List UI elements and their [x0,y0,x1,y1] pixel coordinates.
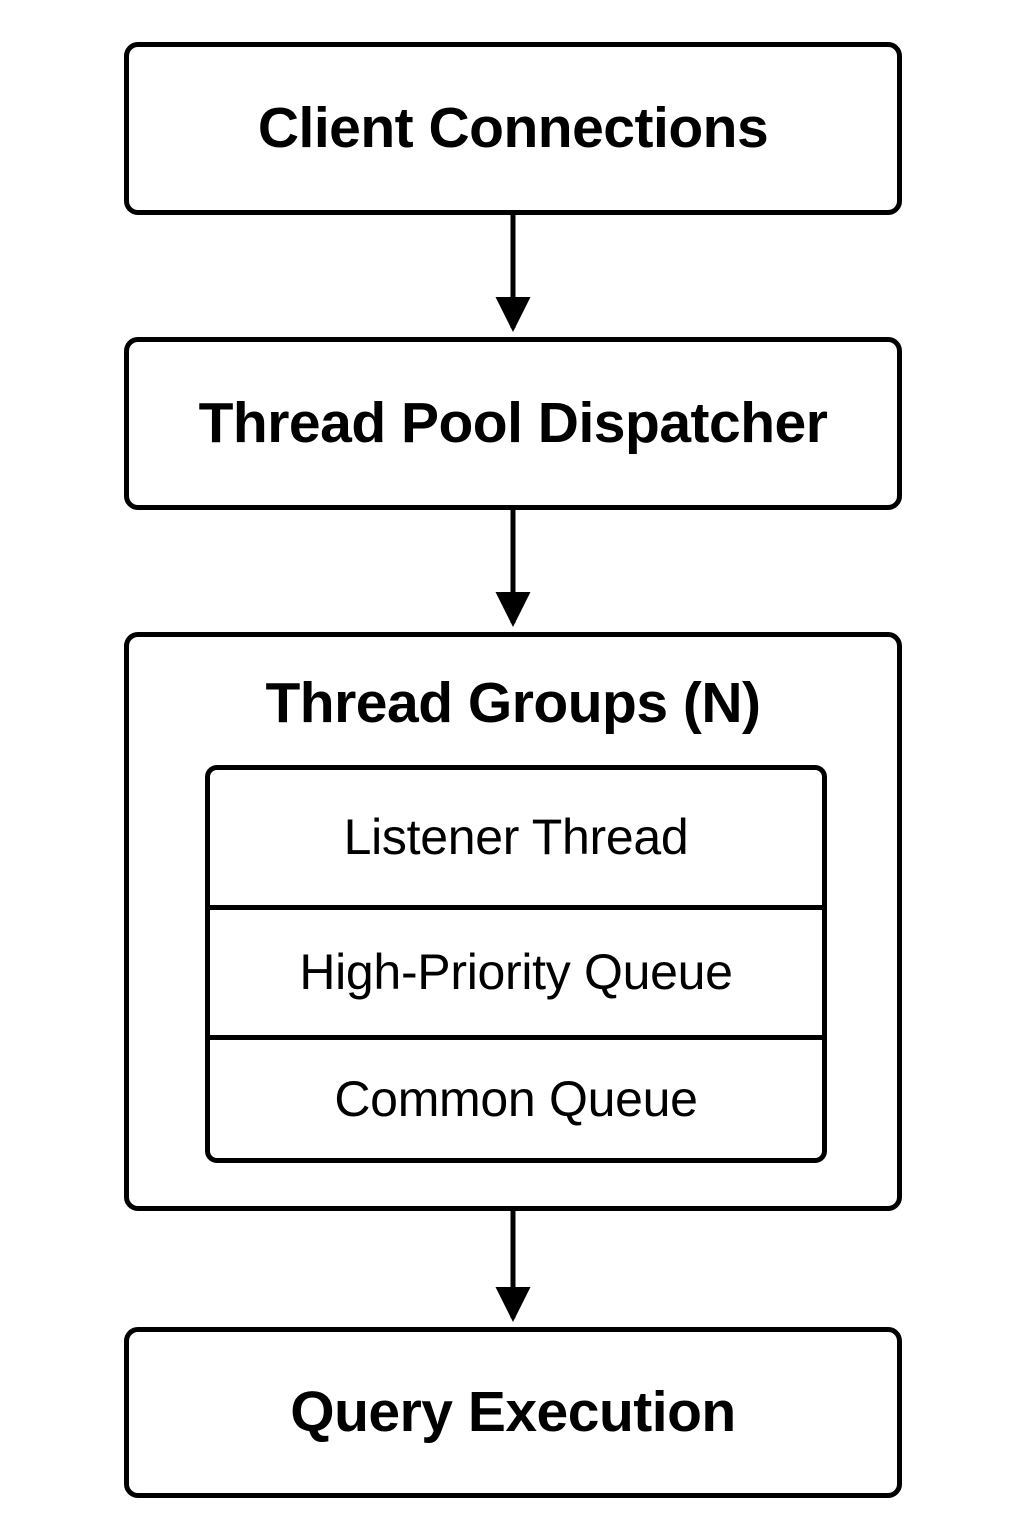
thread-group-row-listener-thread-label: Listener Thread [343,809,689,866]
node-thread-pool-dispatcher[interactable]: Thread Pool Dispatcher [124,337,902,510]
node-thread-groups[interactable]: Thread Groups (N) Listener Thread High-P… [124,632,902,1211]
thread-group-row-listener-thread[interactable]: Listener Thread [210,770,822,905]
node-query-execution[interactable]: Query Execution [124,1327,902,1498]
node-client-connections[interactable]: Client Connections [124,42,902,215]
node-thread-pool-dispatcher-label: Thread Pool Dispatcher [198,390,828,455]
node-thread-groups-label: Thread Groups (N) [265,671,761,735]
thread-group-row-high-priority-queue-label: High-Priority Queue [299,944,733,1001]
thread-group-row-common-queue-label: Common Queue [334,1070,698,1127]
thread-group-row-high-priority-queue[interactable]: High-Priority Queue [210,905,822,1035]
node-client-connections-label: Client Connections [257,95,769,160]
thread-group-internals: Listener Thread High-Priority Queue Comm… [205,765,827,1163]
thread-group-row-common-queue[interactable]: Common Queue [210,1035,822,1158]
node-query-execution-label: Query Execution [290,1379,736,1444]
